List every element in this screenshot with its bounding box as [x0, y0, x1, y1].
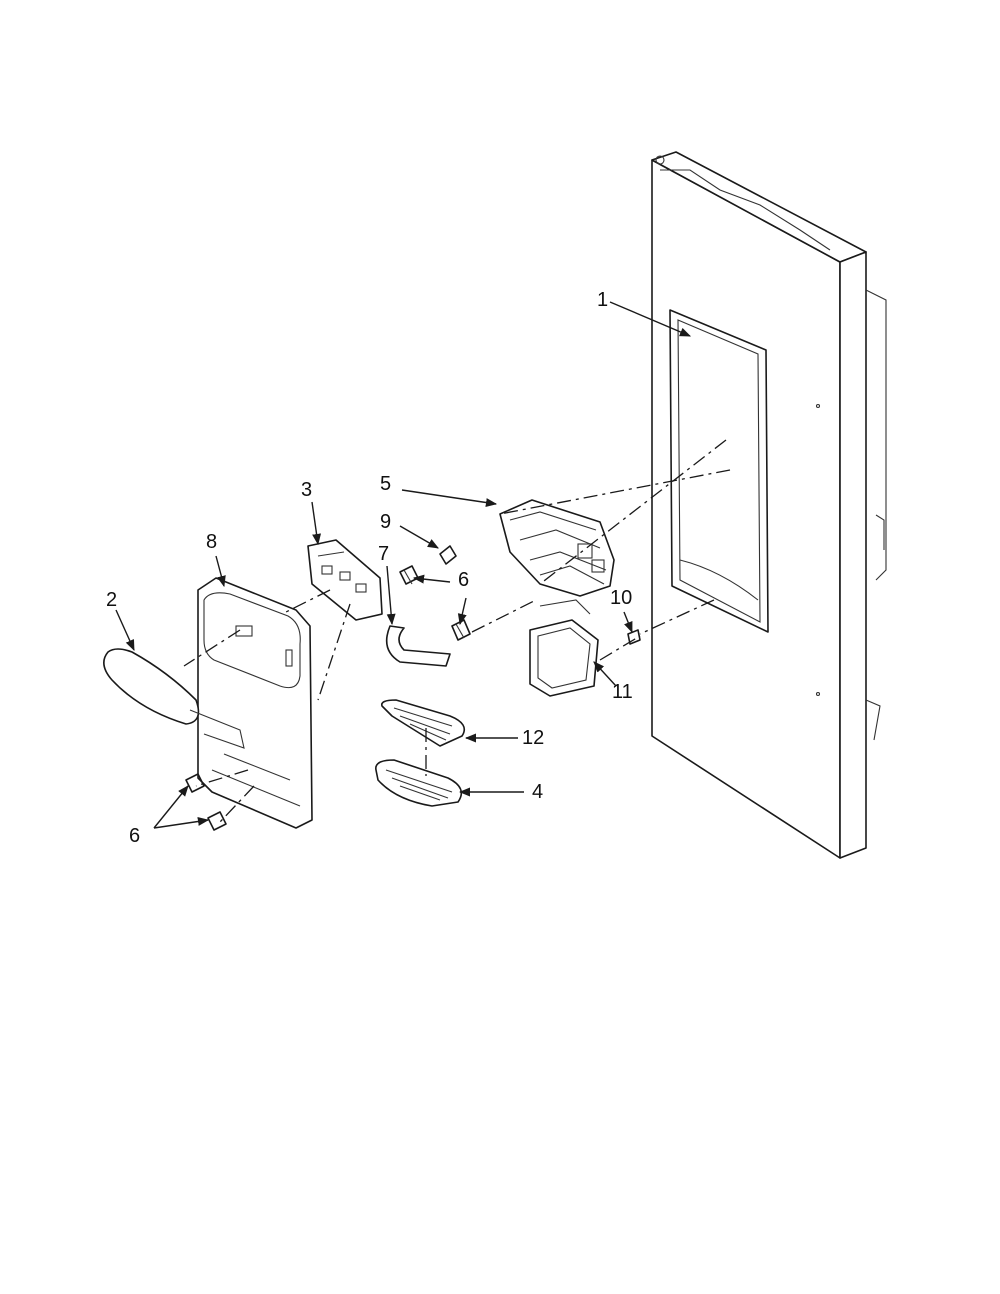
callout-10: 10: [610, 587, 632, 609]
leader-lines: [115, 301, 692, 829]
callout-6-upper: 6: [458, 569, 469, 591]
callout-4: 4: [532, 781, 543, 803]
assembly-lines: [183, 439, 731, 823]
part-6-screw-upper: [399, 565, 419, 585]
part-3-switch-plate: [307, 539, 383, 621]
part-1-door: [651, 151, 887, 859]
callout-6-lower: 6: [129, 825, 140, 847]
part-2-overlay: [103, 648, 245, 749]
part-6-screw-lower-b: [207, 811, 227, 831]
callout-8: 8: [206, 531, 217, 553]
part-9-screw: [439, 545, 457, 565]
part-8-front-frame: [197, 577, 313, 829]
part-4-drip-tray: [375, 759, 463, 807]
callout-12: 12: [522, 727, 544, 749]
callout-11: 11: [612, 681, 633, 703]
callout-2: 2: [106, 589, 117, 611]
callout-3: 3: [301, 479, 312, 501]
callout-7: 7: [378, 543, 389, 565]
callout-labels: 1 5 3 9 8 7 6 2 10 11 12 4 6 6: [106, 289, 633, 847]
part-10-clip: [627, 629, 641, 645]
callout-1: 1: [597, 289, 608, 311]
callout-5: 5: [380, 473, 391, 495]
callout-9: 9: [380, 511, 391, 533]
part-12-grille: [380, 699, 466, 747]
part-5-dispenser-housing: [499, 499, 615, 597]
part-6-screw-middle: [451, 619, 471, 641]
part-7-lens: [385, 625, 451, 667]
part-6-screw-lower-a: [185, 773, 205, 793]
part-11-paddle: [529, 599, 599, 697]
